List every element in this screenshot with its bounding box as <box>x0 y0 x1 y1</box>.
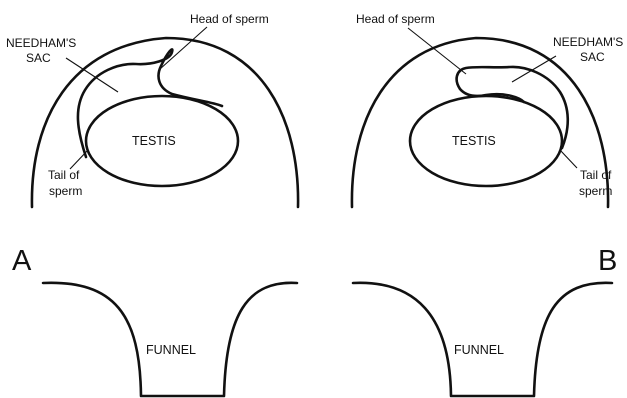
panel-b-sac-leader <box>512 56 556 82</box>
panel-b-testis-label: TESTIS <box>452 134 496 148</box>
panel-a-head-leader <box>160 27 207 69</box>
panel-b-letter: B <box>598 245 617 277</box>
panel-a-letter: A <box>12 245 32 277</box>
panel-a-head-label: Head of sperm <box>190 12 269 26</box>
panel-b-head-label: Head of sperm <box>356 12 435 26</box>
panel-a-sac-label-line1: NEEDHAM'S <box>6 36 76 50</box>
panel-b-tail-leader <box>560 150 577 168</box>
panel-b-sac-label-line2: SAC <box>580 50 605 64</box>
panel-b-funnel-label: FUNNEL <box>454 343 504 357</box>
panel-b-tail-label-line2: sperm <box>579 184 612 198</box>
panel-b-sac-label-line1: NEEDHAM'S <box>553 35 623 49</box>
panel-a-testis-label: TESTIS <box>132 134 176 148</box>
panel-b-funnel <box>353 283 612 396</box>
panel-b-head-leader <box>408 28 466 74</box>
panel-a-tail-leader <box>70 150 88 169</box>
panel-a-tail-label-line1: Tail of <box>48 168 80 182</box>
panel-b-tail-label-line1: Tail of <box>580 168 612 182</box>
panel-a: Head of sperm NEEDHAM'S SAC TESTIS Tail … <box>6 12 298 396</box>
panel-a-tail-label-line2: sperm <box>49 184 82 198</box>
panel-b: Head of sperm NEEDHAM'S SAC TESTIS Tail … <box>352 12 623 396</box>
panel-a-funnel-label: FUNNEL <box>146 343 196 357</box>
panel-a-sac-label-line2: SAC <box>26 51 51 65</box>
panel-b-body-outline <box>352 38 608 207</box>
panel-a-funnel <box>43 283 297 396</box>
